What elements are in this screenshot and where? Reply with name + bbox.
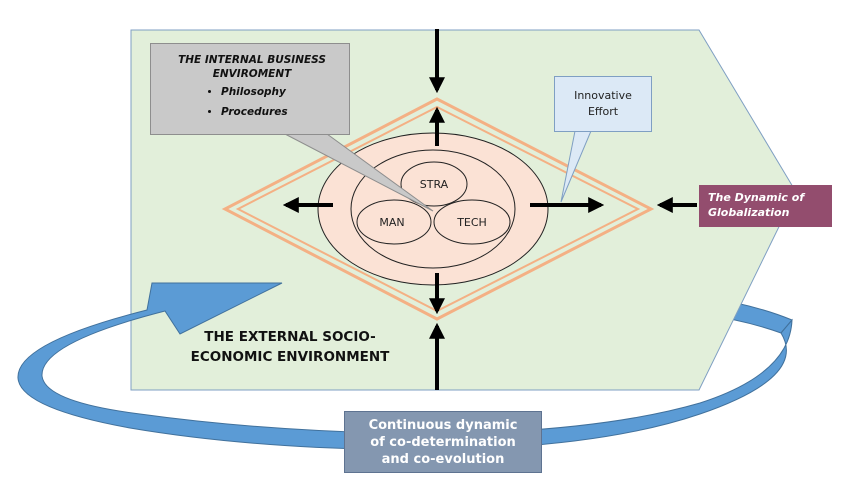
management-circle bbox=[356, 199, 432, 245]
co-evolution-line3: and co-evolution bbox=[381, 452, 505, 467]
diamond-outer-border bbox=[221, 97, 655, 321]
strategy-circle bbox=[400, 161, 468, 207]
co-evolution-box: Continuous dynamic of co-determination a… bbox=[344, 411, 542, 473]
internal-items-list: Philosophy Procedures bbox=[165, 85, 339, 119]
internal-business-environment-callout: THE INTERNAL BUSINESS ENVIROMENT Philoso… bbox=[150, 43, 350, 135]
co-evolution-line1: Continuous dynamic bbox=[368, 418, 518, 433]
innovative-effort-callout: Innovative Effort bbox=[554, 76, 652, 132]
external-line2: ECONOMIC ENVIRONMENT bbox=[190, 349, 390, 365]
external-environment-label: THE EXTERNAL SOCIO- ECONOMIC ENVIRONMENT bbox=[175, 327, 405, 367]
globalization-box: The Dynamic of Globalization bbox=[699, 185, 832, 227]
globalization-line2: Globalization bbox=[708, 206, 790, 219]
internal-item-procedures: Procedures bbox=[221, 105, 339, 119]
management-label: MAN bbox=[379, 216, 404, 229]
internal-title-line1: THE INTERNAL BUSINESS bbox=[178, 54, 326, 66]
technology-circle bbox=[433, 199, 511, 245]
co-evolution-line2: of co-determination bbox=[370, 435, 516, 450]
technology-label: TECH bbox=[456, 216, 487, 229]
internal-item-philosophy: Philosophy bbox=[221, 85, 339, 99]
strategy-label: STRA bbox=[420, 178, 449, 191]
innovative-line2: Effort bbox=[587, 105, 619, 118]
internal-title-line2: ENVIROMENT bbox=[212, 68, 292, 80]
external-line1: THE EXTERNAL SOCIO- bbox=[204, 329, 376, 345]
innovative-line1: Innovative bbox=[574, 89, 632, 102]
globalization-line1: The Dynamic of bbox=[708, 191, 805, 204]
